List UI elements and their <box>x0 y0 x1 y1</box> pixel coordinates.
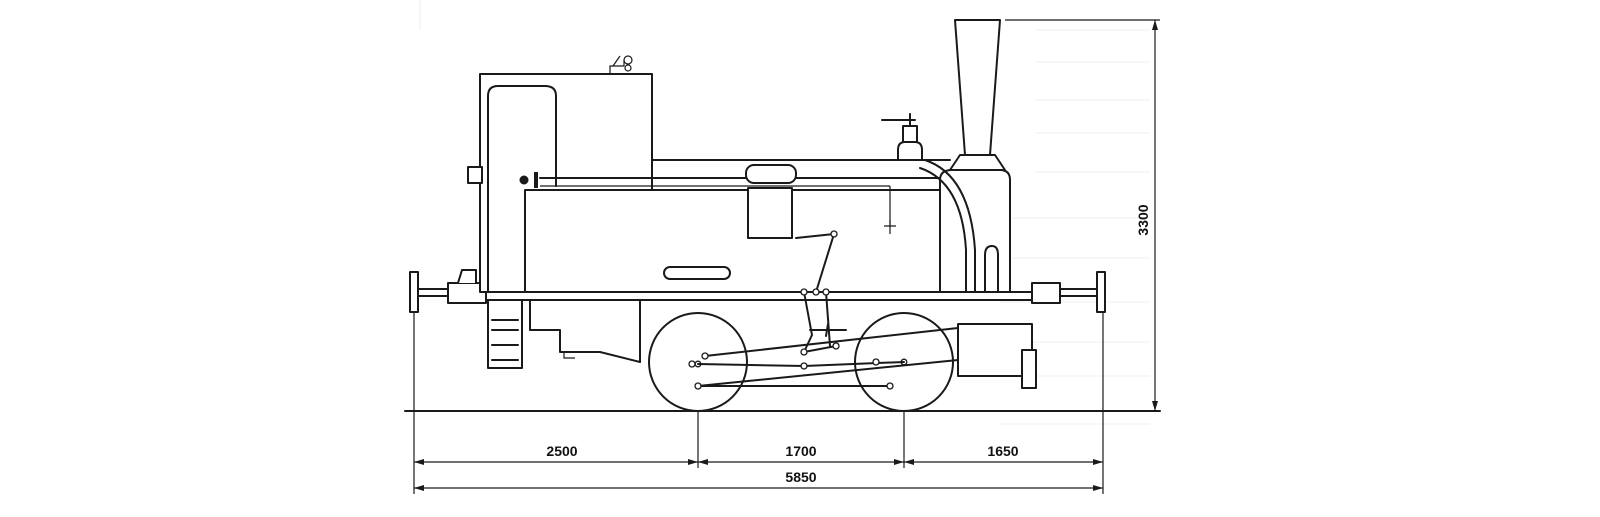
dim-label-height: 3300 <box>1135 204 1151 235</box>
cylinder <box>957 323 1037 389</box>
dimension-lines <box>413 19 1160 494</box>
rear-buffer <box>409 269 487 313</box>
steam-dome <box>881 113 923 161</box>
chimney <box>949 19 1006 171</box>
locomotive <box>409 19 1106 412</box>
sand-dome <box>745 164 797 184</box>
rear-wheel <box>648 312 748 412</box>
frame <box>485 291 1033 363</box>
front-buffer <box>1031 271 1106 313</box>
cab-steps <box>487 299 523 369</box>
water-tank <box>524 187 946 293</box>
dim-label-wheelbase: 1700 <box>785 443 816 459</box>
valve-gear <box>688 230 959 390</box>
dim-label-front: 1650 <box>987 443 1018 459</box>
smokebox <box>919 159 1011 293</box>
background-ghost-marks <box>419 0 1150 425</box>
dim-label-total: 5850 <box>785 469 816 485</box>
dim-label-rear: 2500 <box>546 443 577 459</box>
